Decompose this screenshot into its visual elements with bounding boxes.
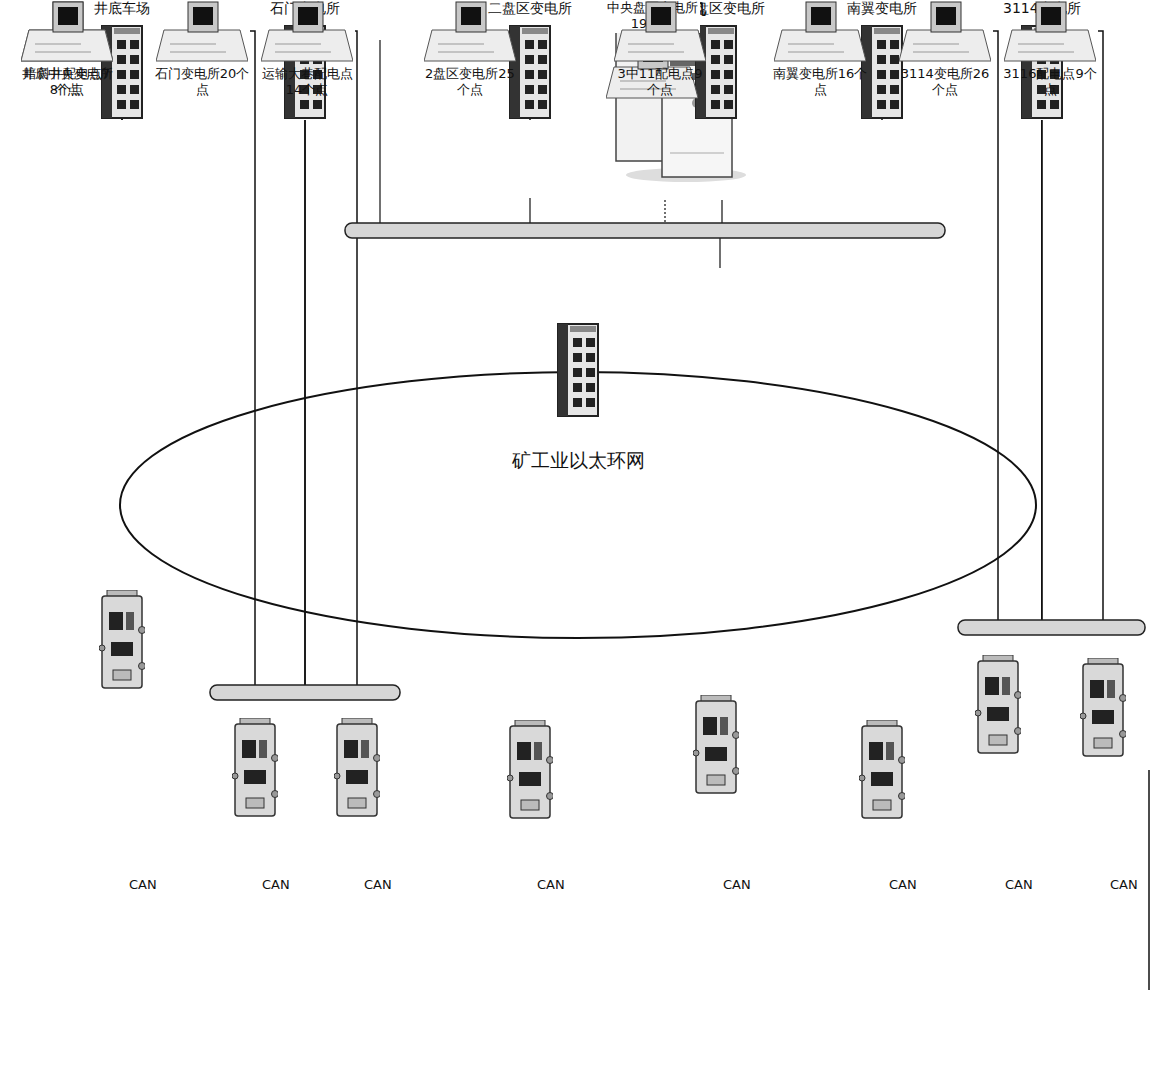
monitor-terminal: 暗斜井配电点7个点 (19, 0, 115, 99)
bus-label: CAN (362, 877, 394, 892)
bus-label: CAN (1003, 877, 1035, 892)
monitor-terminal: 2盘区变电所25个点 (422, 0, 518, 99)
monitor-terminal: 3114变电所26个点 (897, 0, 993, 99)
terminal-icon-shape (614, 2, 706, 61)
terminal-icon-shape (424, 2, 516, 61)
ring-ellipse (120, 372, 1036, 638)
terminal-icon-shape (899, 2, 991, 61)
bus-label: CAN (887, 877, 919, 892)
point-label: 2盘区变电所25个点 (422, 66, 518, 99)
can-line (993, 31, 1042, 627)
point-label: 石门变电所20个点 (154, 66, 250, 99)
terminal-icon (261, 0, 353, 62)
can-line (250, 31, 305, 692)
network-label: 矿工业以太环网 (118, 448, 1038, 474)
terminal-icon (899, 0, 991, 62)
point-label: 运输大巷配电点14个点 (259, 66, 355, 99)
terminal-icon (156, 0, 248, 62)
point-label: 南翼变电所16个点 (772, 66, 868, 99)
bus-label: CAN (127, 877, 159, 892)
terminal-icon-shape (21, 2, 113, 61)
monitor-terminal: 3中11配电点9个点 (612, 0, 708, 99)
station-label: 南翼变电所 (847, 0, 917, 18)
terminal-icon-shape (21, 2, 113, 61)
point-label: 3116配电点9个点 (1002, 66, 1098, 99)
switch-icon-shape (862, 26, 902, 118)
can-line (1042, 31, 1103, 627)
point-label: 3114变电所26个点 (897, 66, 993, 99)
terminal-icon (774, 0, 866, 62)
switch-icon-shape (510, 26, 550, 118)
terminal-icon (1004, 0, 1096, 62)
monitor-terminal: 运输大巷配电点14个点 (259, 0, 355, 99)
monitor-terminal: 石门变电所20个点 (154, 0, 250, 99)
point-label: 暗斜井配电点7个点 (19, 66, 115, 99)
bus-label: CAN (535, 877, 567, 892)
can-line (305, 31, 357, 692)
station-label: 二盘区变电所 (488, 0, 572, 18)
bus-label: CAN (1108, 877, 1140, 892)
station-label: 井底车场 (94, 0, 150, 18)
point-label: 3中11配电点9个点 (612, 66, 708, 99)
terminal-icon-shape (261, 2, 353, 61)
terminal-icon-shape (156, 2, 248, 61)
monitor-terminal: 南翼变电所16个点 (772, 0, 868, 99)
terminal-icon (614, 0, 706, 62)
terminal-icon (21, 0, 113, 62)
bus-label: CAN (721, 877, 753, 892)
monitor-terminal: 3116配电点9个点 (1002, 0, 1098, 99)
terminal-icon (424, 0, 516, 62)
terminal-icon-shape (1004, 2, 1096, 61)
terminal-icon-shape (774, 2, 866, 61)
bus-label: CAN (260, 877, 292, 892)
